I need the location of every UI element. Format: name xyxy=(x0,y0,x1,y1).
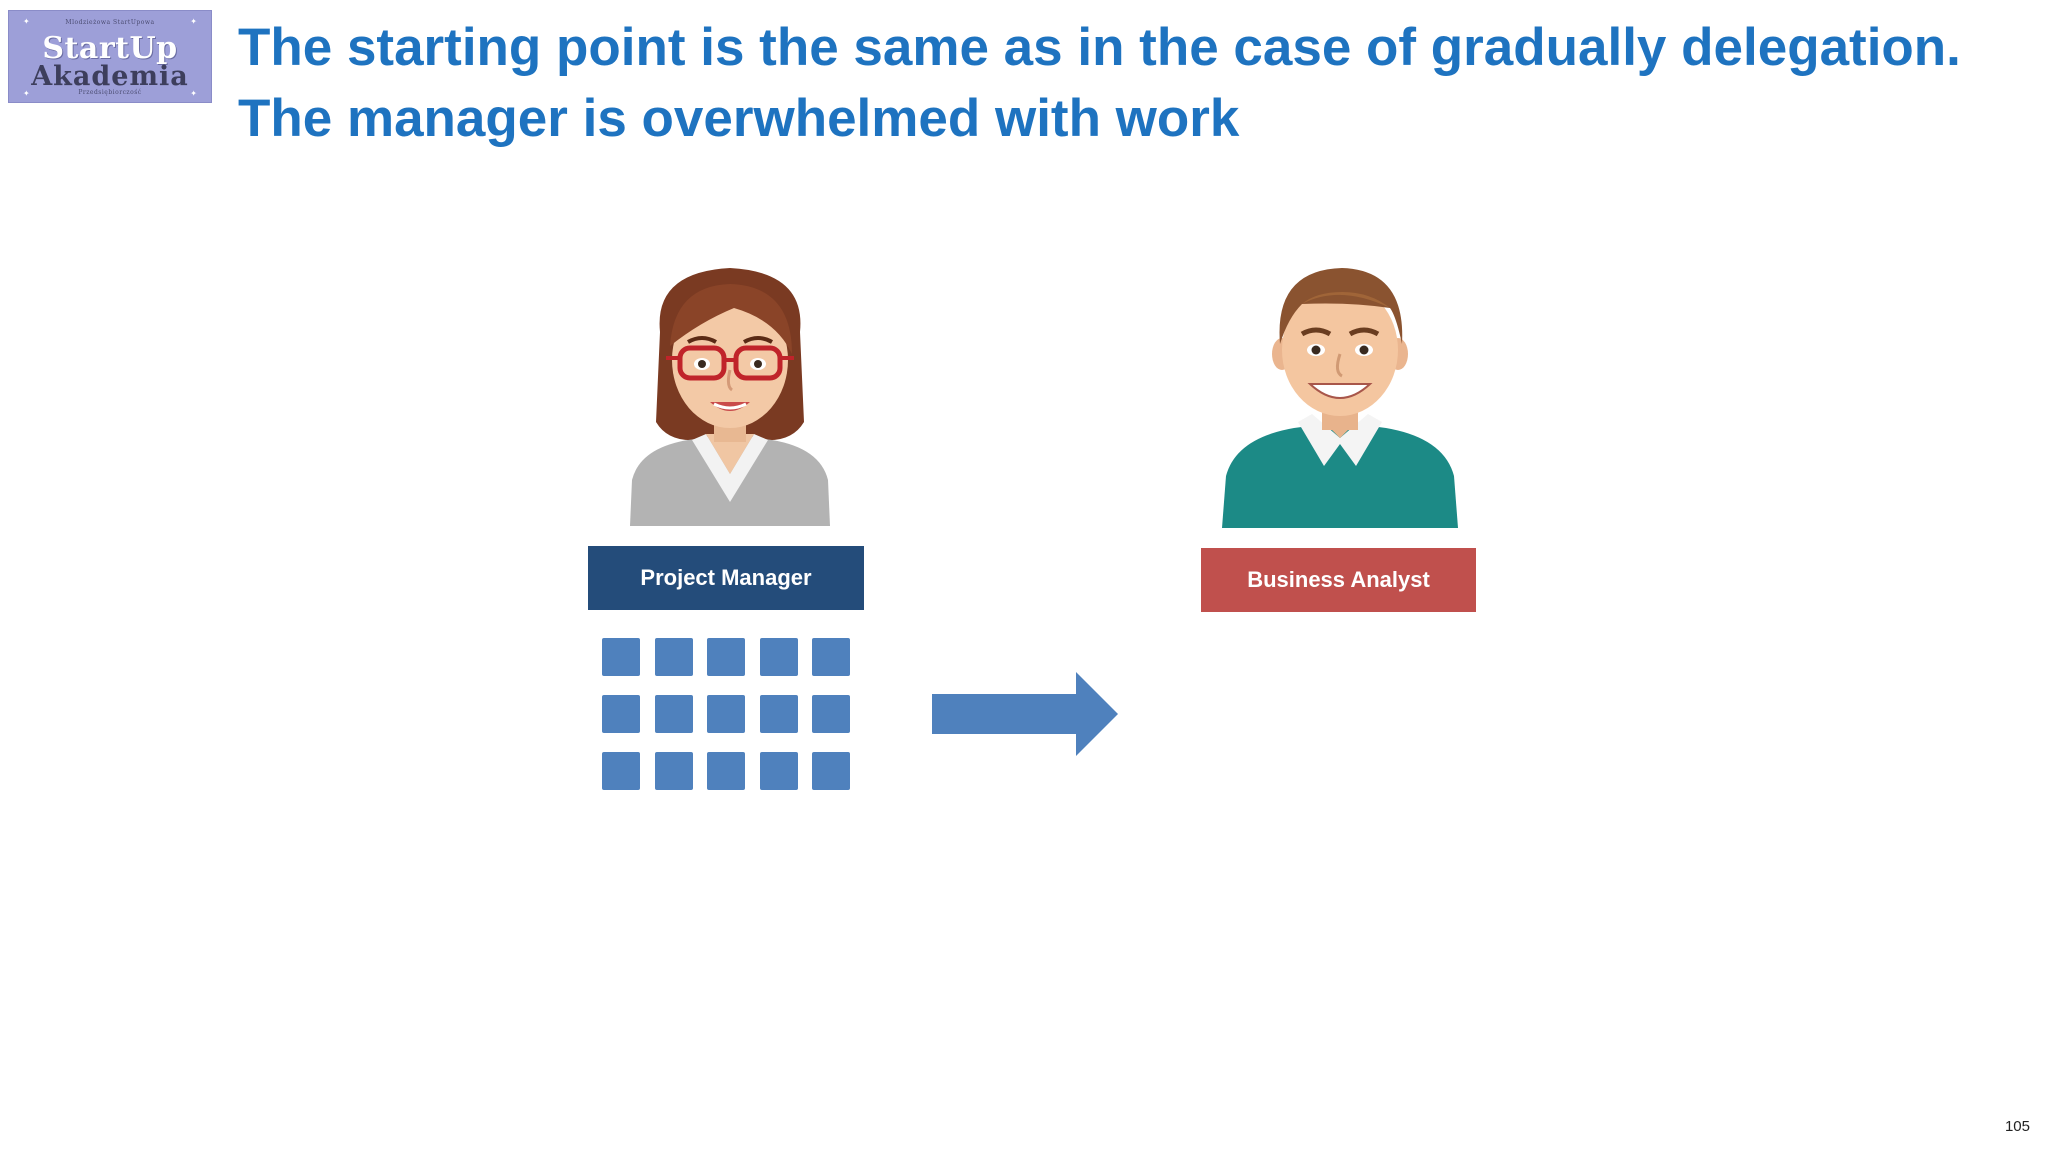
task-square xyxy=(760,752,798,790)
task-square xyxy=(812,638,850,676)
slide-title: The starting point is the same as in the… xyxy=(238,18,1961,148)
project-manager-label: Project Manager xyxy=(588,546,864,610)
business-analyst-avatar xyxy=(1222,268,1458,528)
delegation-arrow-icon xyxy=(932,672,1118,756)
task-square xyxy=(760,695,798,733)
task-square xyxy=(707,695,745,733)
task-square xyxy=(812,695,850,733)
task-square xyxy=(707,638,745,676)
logo-bottom-text: Przedsiębiorczość xyxy=(78,89,142,96)
task-square xyxy=(602,638,640,676)
task-square xyxy=(707,752,745,790)
task-square xyxy=(655,752,693,790)
task-square xyxy=(760,638,798,676)
task-square xyxy=(602,695,640,733)
logo-dot-icon: ✦ xyxy=(23,17,30,26)
logo-dot-icon: ✦ xyxy=(190,17,197,26)
logo-line1: StartUp xyxy=(42,31,178,66)
startup-akademia-logo: Mlodzieżowa StartUpowa StartUp Akademia … xyxy=(8,10,212,103)
business-analyst-label: Business Analyst xyxy=(1201,548,1476,612)
task-square xyxy=(602,752,640,790)
task-square xyxy=(812,752,850,790)
task-grid xyxy=(602,638,852,790)
page-number: 105 xyxy=(2004,1118,2030,1135)
logo-line2: Akademia xyxy=(31,61,189,92)
project-manager-avatar xyxy=(630,268,830,526)
logo-dot-icon: ✦ xyxy=(190,89,197,98)
logo-dot-icon: ✦ xyxy=(23,89,30,98)
task-square xyxy=(655,695,693,733)
logo-top-text: Mlodzieżowa StartUpowa xyxy=(65,19,155,26)
task-square xyxy=(655,638,693,676)
